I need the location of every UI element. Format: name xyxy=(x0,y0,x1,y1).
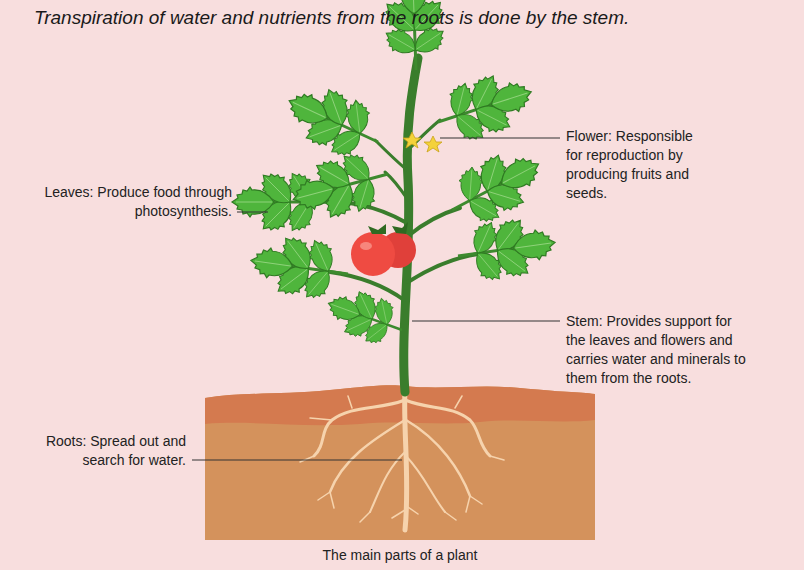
part-label: Flower: Responsible for reproduction by … xyxy=(566,127,708,203)
caption: The main parts of a plant xyxy=(204,546,596,565)
part-label: Leaves: Produce food through photosynthe… xyxy=(40,183,232,221)
title: Transpiration of water and nutrients fro… xyxy=(34,6,629,30)
part-label: Stem: Provides support for the leaves an… xyxy=(566,312,754,388)
part-label: Roots: Spread out and search for water. xyxy=(30,432,186,470)
